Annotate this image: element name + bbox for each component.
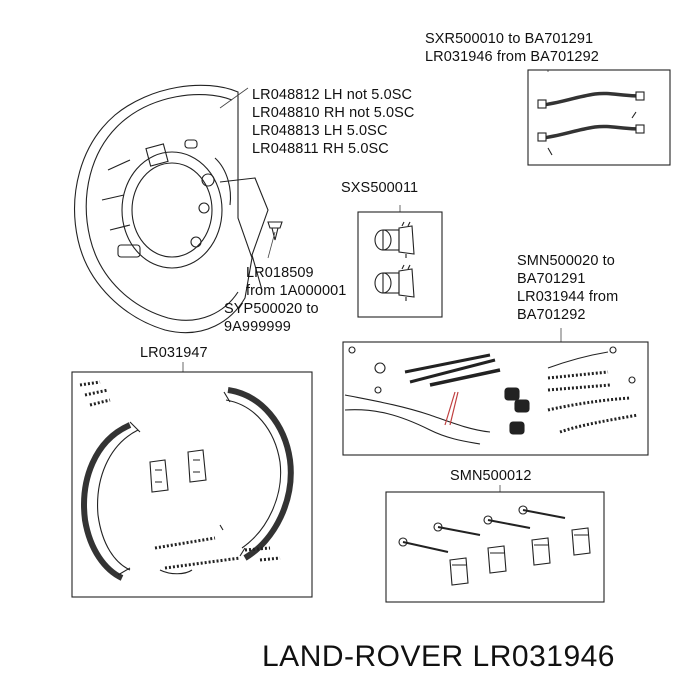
label-sxr-range: SXR500010 to BA701291 LR031946 from BA70… bbox=[425, 30, 599, 66]
label-line: 9A999999 bbox=[224, 319, 291, 335]
box-straps bbox=[527, 69, 671, 166]
label-line: LR048810 RH not 5.0SC bbox=[252, 105, 415, 121]
pin-kit-drawing bbox=[398, 505, 591, 586]
screw-drawing bbox=[267, 221, 283, 241]
box-springs bbox=[342, 341, 649, 456]
strap-drawing bbox=[537, 91, 645, 156]
brand-part-number: LAND-ROVER LR031946 bbox=[262, 640, 615, 673]
label-line: SXR500010 to BA701291 bbox=[425, 31, 594, 47]
box-shoes bbox=[71, 371, 313, 598]
label-lr018509: LR018509 from 1A000001 bbox=[246, 264, 346, 300]
label-line: LR018509 bbox=[246, 265, 314, 281]
label-line: BA701291 bbox=[517, 271, 586, 287]
label-syp-range: SYP500020 to 9A999999 bbox=[224, 300, 319, 336]
box-pins bbox=[385, 491, 605, 603]
label-sxs500011: SXS500011 bbox=[341, 180, 419, 196]
label-line: LR048813 LH 5.0SC bbox=[252, 123, 388, 139]
adjuster-drawing bbox=[374, 221, 415, 301]
label-backing-plate: LR048812 LH not 5.0SC LR048810 RH not 5.… bbox=[252, 86, 415, 158]
box-adjusters bbox=[357, 211, 443, 318]
brake-shoe-drawing bbox=[79, 380, 294, 581]
label-lr031947: LR031947 bbox=[140, 345, 208, 361]
label-line: SYP500020 to bbox=[224, 301, 319, 317]
label-line: from 1A000001 bbox=[246, 283, 347, 299]
label-line: LR031946 from BA701292 bbox=[425, 49, 599, 65]
label-smn500020: SMN500020 to BA701291 LR031944 from BA70… bbox=[517, 252, 618, 324]
spring-kit-drawing bbox=[344, 346, 639, 445]
label-line: LR048812 LH not 5.0SC bbox=[252, 87, 413, 103]
label-line: SMN500020 to bbox=[517, 253, 615, 269]
label-line: BA701292 bbox=[517, 307, 586, 323]
label-line: LR048811 RH 5.0SC bbox=[252, 141, 389, 157]
label-line: LR031944 from bbox=[517, 289, 619, 305]
backing-plate-drawing bbox=[74, 84, 269, 334]
label-smn500012: SMN500012 bbox=[450, 468, 532, 484]
